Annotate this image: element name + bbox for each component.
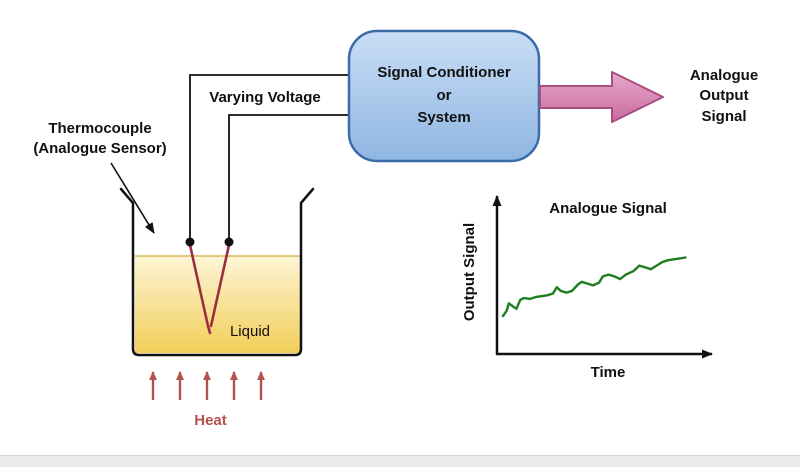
thermocouple-label: Thermocouple (Analogue Sensor) <box>33 120 167 158</box>
thermocouple-probe <box>188 243 231 335</box>
graph-title: Analogue Signal <box>549 200 667 217</box>
output-arrow <box>539 71 664 123</box>
wire-left <box>189 74 348 243</box>
graph-xlabel: Time <box>590 364 626 381</box>
junction-dot-right <box>224 237 234 247</box>
junction-dot-left <box>185 237 195 247</box>
thermocouple-pointer-arrow <box>110 162 155 234</box>
heat-label: Heat <box>194 412 227 429</box>
bottom-bar <box>0 455 800 467</box>
graph-ylabel: Output Signal <box>461 222 478 322</box>
liquid-label: Liquid <box>229 323 271 340</box>
signal-line <box>501 256 687 318</box>
analogue-output-label: Analogue Output Signal <box>689 67 759 125</box>
varying-voltage-label: Varying Voltage <box>209 89 321 106</box>
heat-arrows <box>149 371 265 400</box>
wire-right <box>228 114 348 243</box>
beaker-outline <box>119 187 315 357</box>
liquid-fill <box>135 256 300 353</box>
signal-conditioner-label: Signal Conditioner or System <box>377 64 511 127</box>
